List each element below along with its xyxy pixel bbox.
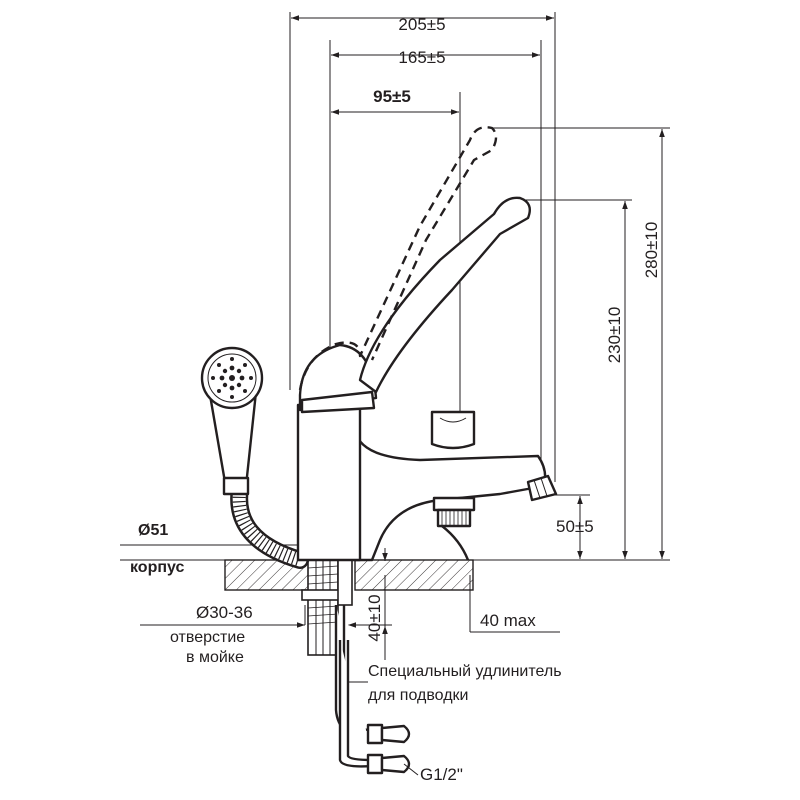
thread-label: G1/2": [420, 765, 463, 784]
hole-caption-1: отверстие: [170, 629, 245, 646]
dim-deck-thickness: 40 max: [480, 611, 536, 630]
extension-label-1: Специальный удлинитель: [368, 663, 562, 680]
dim-spout-length: 165±5: [398, 48, 445, 67]
dim-body-to-handle: 95±5: [373, 87, 411, 106]
body-caption: корпус: [130, 559, 185, 576]
lever-handle-raised: [298, 126, 498, 391]
lever-handle-lowered: [358, 196, 531, 394]
dim-overall-length: 205±5: [398, 15, 445, 34]
body-diameter-label: Ø51: [138, 522, 168, 539]
mounting-shanks: [301, 559, 353, 656]
dim-height-raised: 280±10: [642, 222, 661, 279]
hole-diameter-label: Ø30-36: [196, 603, 253, 622]
dim-height-lowered: 230±10: [605, 307, 624, 364]
dimension-lines: [120, 15, 665, 660]
shower-head-icon: [211, 357, 253, 399]
supply-hoses: [334, 605, 419, 776]
dim-shank-length: 40±10: [365, 594, 384, 641]
faucet-body: [296, 343, 558, 562]
dim-spout-height: 50±5: [556, 517, 594, 536]
hand-shower: [200, 346, 264, 496]
hole-caption-2: в мойке: [186, 649, 244, 666]
shower-hose: [230, 479, 309, 569]
extension-label-2: для подводки: [368, 687, 468, 704]
